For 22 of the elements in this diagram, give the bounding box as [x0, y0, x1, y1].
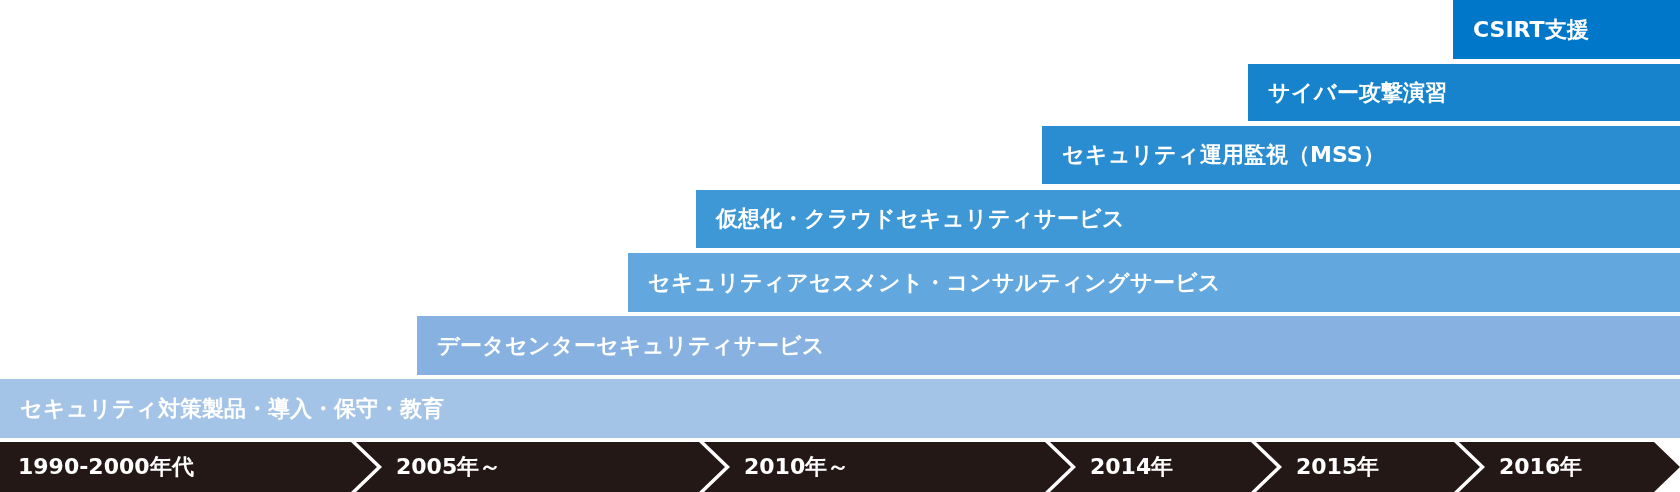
service-label: データセンターセキュリティサービス: [437, 331, 825, 360]
period-label: 2010年～: [744, 453, 850, 481]
service-bar: [417, 316, 1680, 375]
service-label: 仮想化・クラウドセキュリティサービス: [716, 205, 1125, 233]
period-band: [0, 442, 377, 492]
service-label: サイバー攻撃演習: [1268, 78, 1447, 107]
period-label: 2015年: [1296, 453, 1380, 481]
service-bar: [628, 253, 1680, 312]
service-label: セキュリティ運用監視（MSS）: [1062, 141, 1385, 169]
service-bar: [1042, 126, 1680, 184]
service-label: セキュリティアセスメント・コンサルティングサービス: [648, 268, 1221, 297]
period-label: 2016年: [1499, 453, 1583, 481]
service-label: セキュリティ対策製品・導入・保守・教育: [20, 394, 444, 423]
period-label: 1990-2000年代: [18, 453, 194, 481]
service-bar: [1453, 0, 1680, 59]
period-label: 2014年: [1090, 453, 1174, 481]
period-band: [1459, 442, 1680, 492]
service-bar: [0, 379, 1680, 438]
service-bar: [696, 190, 1680, 248]
period-label: 2005年～: [396, 453, 502, 481]
service-bar: [1248, 64, 1680, 121]
service-label: CSIRT支援: [1473, 15, 1589, 44]
